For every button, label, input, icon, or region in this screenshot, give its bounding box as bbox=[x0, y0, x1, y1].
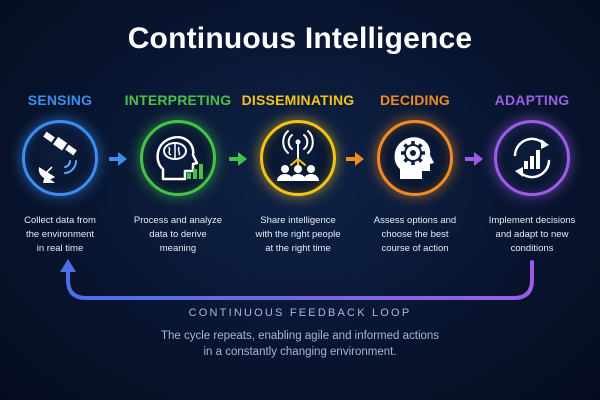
stage-description: Implement decisions and adapt to new con… bbox=[488, 215, 576, 254]
feedback-loop-title: CONTINUOUS FEEDBACK LOOP bbox=[188, 307, 412, 319]
arrow-up-icon bbox=[60, 259, 76, 272]
stage-description: Assess options and choose the best cours… bbox=[373, 215, 457, 254]
satellite-dish-icon bbox=[38, 131, 78, 183]
cycle-chart-icon bbox=[513, 137, 551, 179]
stage-label: DISSEMINATING bbox=[241, 92, 355, 108]
stage-description: Process and analyze data to derive meani… bbox=[133, 215, 223, 254]
brain-head-icon bbox=[156, 136, 203, 181]
arrow-right-icon bbox=[229, 152, 247, 166]
page-title: Continuous Intelligence bbox=[127, 22, 473, 55]
broadcast-people-icon bbox=[277, 130, 319, 181]
gear-head-icon bbox=[394, 137, 434, 179]
arrow-right-icon bbox=[465, 152, 483, 166]
stage-label: ADAPTING bbox=[494, 92, 570, 108]
feedback-loop-description: The cycle repeats, enabling agile and in… bbox=[160, 330, 440, 358]
stage-circle bbox=[140, 120, 216, 196]
stage-circle bbox=[377, 120, 453, 196]
stage-description: Collect data from the environment in rea… bbox=[24, 215, 96, 254]
stage-label: SENSING bbox=[27, 92, 93, 108]
arrow-right-icon bbox=[109, 152, 127, 166]
stage-description: Share intelligence with the right people… bbox=[255, 215, 341, 254]
stage-circle bbox=[494, 120, 570, 196]
stage-circle bbox=[22, 120, 98, 196]
stage-label: INTERPRETING bbox=[124, 92, 232, 108]
stage-circle bbox=[260, 120, 336, 196]
arrow-right-icon bbox=[346, 152, 364, 166]
stage-label: DECIDING bbox=[379, 92, 451, 108]
